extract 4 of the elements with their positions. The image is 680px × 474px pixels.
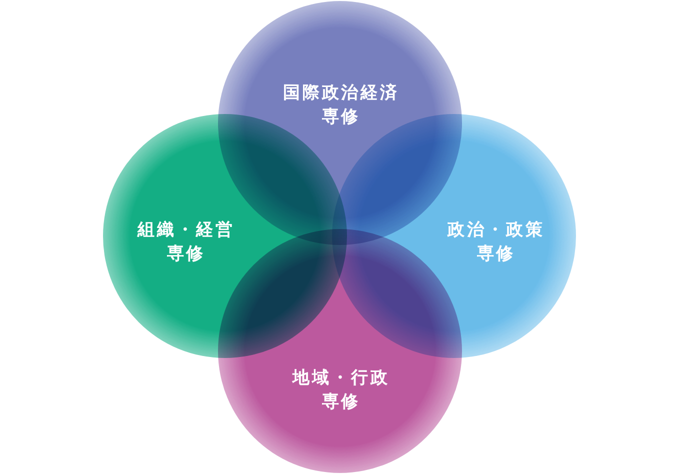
circle-label: 政治・政策専修 — [446, 219, 546, 266]
circle-label: 組織・経営専修 — [136, 219, 236, 266]
circle-label: 国際政治経済専修 — [282, 82, 400, 129]
circle-label: 地域・行政専修 — [291, 367, 391, 414]
